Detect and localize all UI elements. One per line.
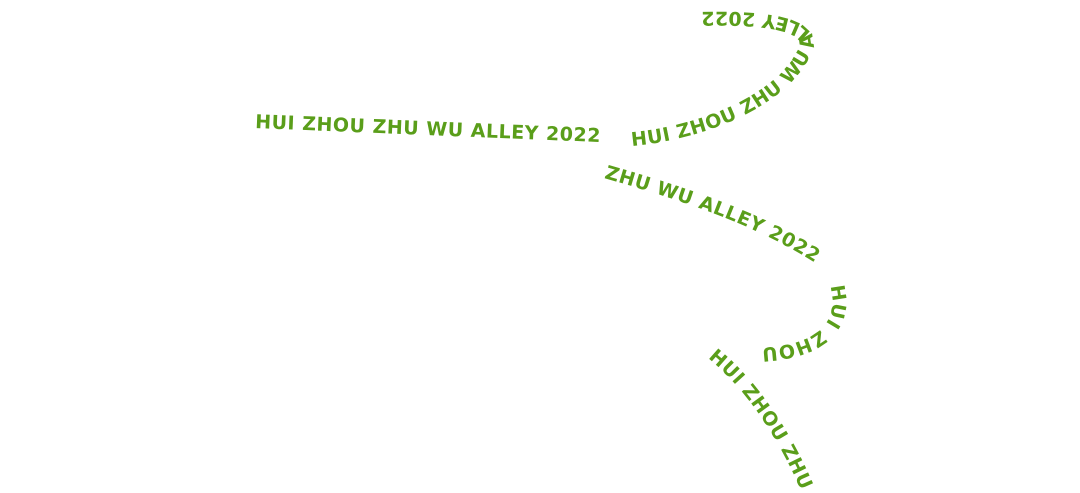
ribbon-segment-4: ZHU WU ALLEY 2022 [603,162,825,268]
ribbon-segment-3: HUI ZHOU [761,283,850,365]
ribbon-segment-2: HUI ZHOU ZHU WU ALLEY 2022 [630,7,819,151]
ribbon-segment-5: HUI ZHOU ZHU WU ALLEY [0,0,816,493]
ribbon-segment-1: HUI ZHOU ZHU WU ALLEY 2022 [255,111,602,147]
